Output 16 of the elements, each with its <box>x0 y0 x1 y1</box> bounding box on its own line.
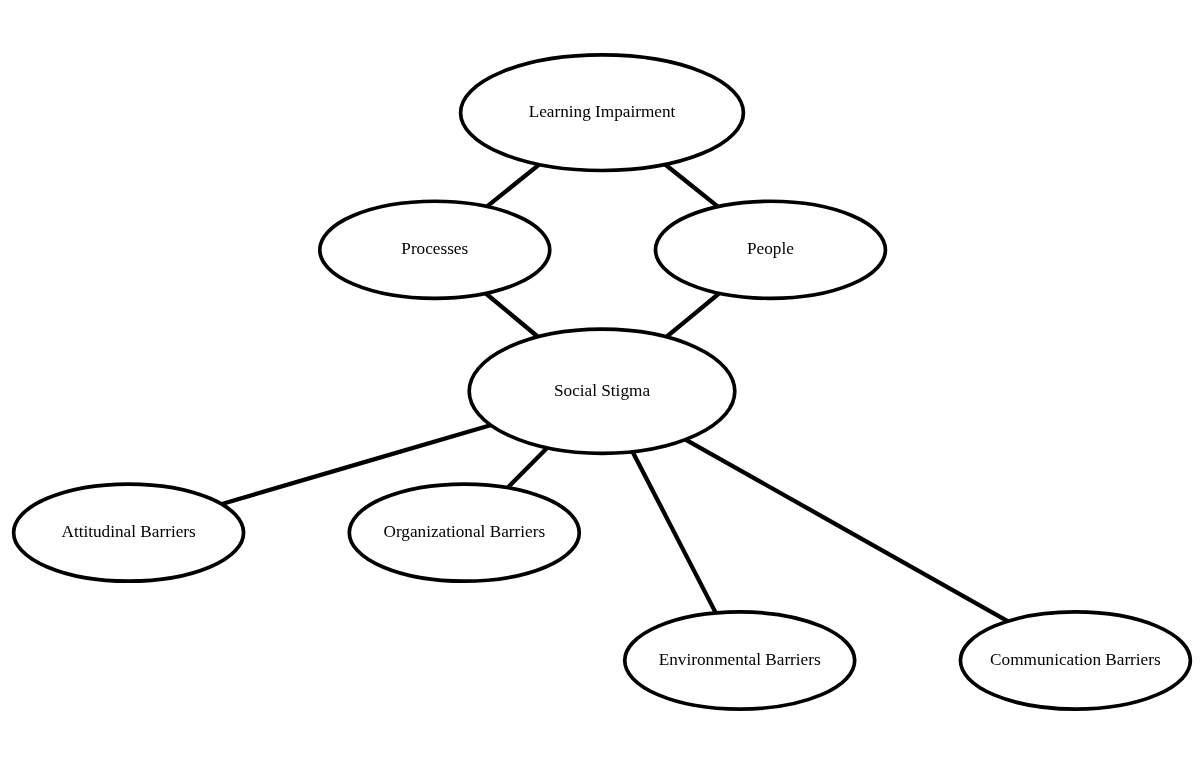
node-ellipse: Environmental Barriers <box>622 609 857 711</box>
connector <box>665 291 721 338</box>
connector <box>663 162 720 208</box>
node-ellipse: Processes <box>317 198 552 300</box>
connector <box>484 291 539 338</box>
node-ellipse: Attitudinal Barriers <box>11 481 246 583</box>
node-ellipse: Learning Impairment <box>458 52 746 172</box>
node-ellipse: People <box>653 198 888 300</box>
connector <box>630 450 718 614</box>
connector <box>506 446 549 489</box>
connector <box>485 162 541 208</box>
node-ellipse: Social Stigma <box>467 326 737 455</box>
node-ellipse: Communication Barriers <box>958 609 1193 711</box>
node-ellipse: Organizational Barriers <box>347 481 582 583</box>
connector <box>684 437 1009 623</box>
connector <box>221 422 491 506</box>
